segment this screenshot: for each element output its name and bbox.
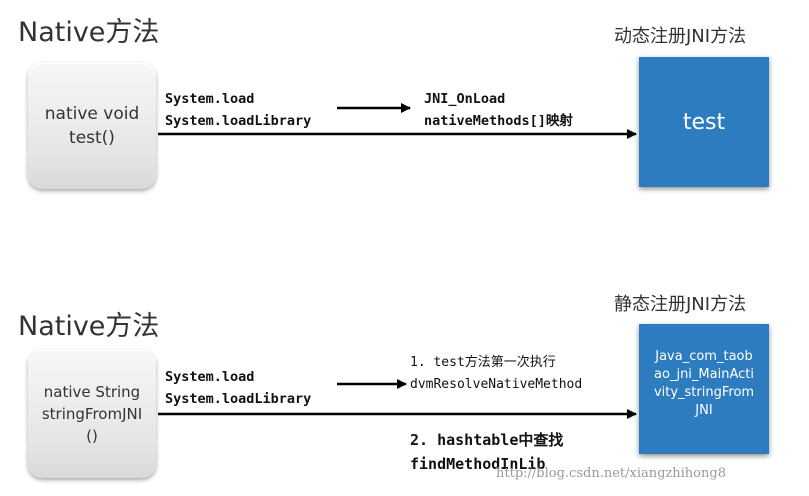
top-mid-line2: nativeMethods[]映射	[424, 113, 573, 129]
top-native-box: native void test()	[28, 63, 156, 189]
top-title: Native方法	[18, 17, 160, 48]
top-mid-block: JNI_OnLoad nativeMethods[]映射	[424, 88, 573, 132]
watermark: http://blog.csdn.net/xiangzhihong8	[496, 466, 726, 481]
bottom-step2-line2: findMethodInLib	[410, 455, 546, 473]
bottom-right-title: 静态注册JNI方法	[614, 294, 747, 315]
bottom-jni-box: Java_com_taob ao_jni_MainActi vity_strin…	[639, 324, 769, 454]
bottom-step1-line1: 1. test方法第一次执行	[410, 355, 556, 370]
top-call-line2: System.loadLibrary	[165, 113, 312, 129]
bottom-title: Native方法	[18, 311, 160, 342]
bottom-step1-line2: dvmResolveNativeMethod	[410, 377, 583, 392]
bottom-call-block: System.load System.loadLibrary	[165, 366, 311, 410]
top-test-box: test	[639, 57, 769, 187]
bottom-step1-block: 1. test方法第一次执行 dvmResolveNativeMethod	[410, 352, 582, 396]
bottom-call-line1: System.load	[165, 369, 255, 385]
top-call-block: System.load System.loadLibrary	[165, 88, 311, 132]
bottom-native-box: native String stringFromJNI ()	[28, 350, 156, 478]
bottom-call-line2: System.loadLibrary	[165, 391, 312, 407]
bottom-step2-block: 2. hashtable中查找 findMethodInLib	[410, 428, 563, 476]
top-right-title: 动态注册JNI方法	[614, 26, 747, 47]
bottom-step2-line1: 2. hashtable中查找	[410, 431, 564, 449]
top-call-line1: System.load	[165, 91, 255, 107]
top-mid-line1: JNI_OnLoad	[424, 91, 506, 107]
